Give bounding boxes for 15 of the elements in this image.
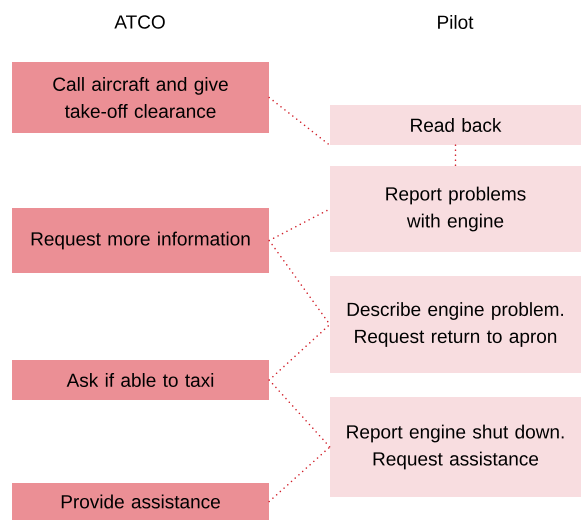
step-box: Describe engine problem. Request return to apron <box>330 276 581 373</box>
column-heading: ATCO <box>114 15 165 29</box>
step-box: Ask if able to taxi <box>12 360 269 400</box>
step-box: Call aircraft and give take-off clearance <box>12 62 269 133</box>
dotted-connector <box>268 240 331 326</box>
dotted-connector <box>454 144 456 167</box>
dotted-connector <box>268 379 331 448</box>
step-box: Read back <box>330 105 581 145</box>
step-box: Report engine shut down. Request assistance <box>330 397 581 497</box>
step-box: Provide assistance <box>12 483 269 520</box>
step-box: Report problems with engine <box>330 166 581 252</box>
dotted-connector <box>268 96 331 146</box>
dotted-connector <box>268 446 331 502</box>
column-heading: Pilot <box>438 15 474 29</box>
step-box: Request more information <box>12 208 269 273</box>
